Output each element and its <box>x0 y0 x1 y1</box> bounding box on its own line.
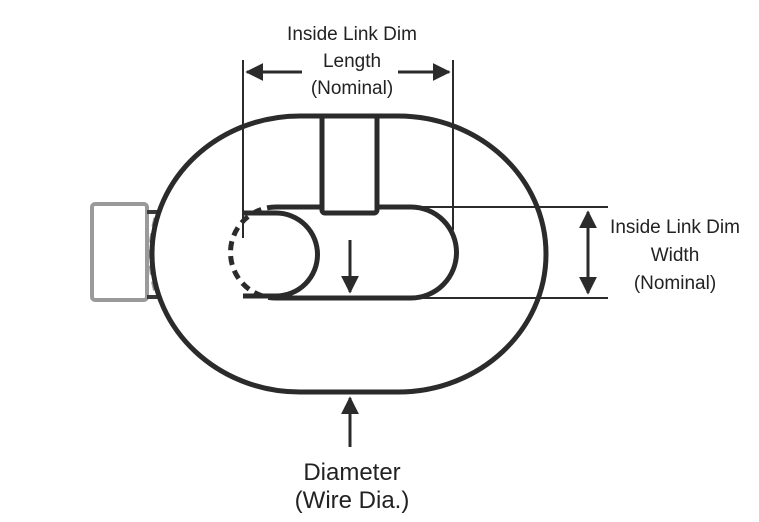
length-label: Inside Link Dim Length (Nominal) <box>287 24 417 99</box>
link-inner-opening <box>276 204 459 301</box>
width-dimension <box>411 206 608 299</box>
length-label-line2: Length <box>323 51 381 72</box>
adjacent-link-inner-end <box>243 210 320 299</box>
width-label-line2: Width <box>651 245 700 266</box>
diameter-label-line2: (Wire Dia.) <box>295 487 410 514</box>
diameter-label: Diameter (Wire Dia.) <box>295 459 410 514</box>
link-weld-block <box>319 113 380 216</box>
width-label-line3: (Nominal) <box>634 273 716 294</box>
diameter-label-line1: Diameter <box>303 459 400 486</box>
width-label: Inside Link Dim Width (Nominal) <box>610 217 740 294</box>
length-dimension <box>242 60 454 238</box>
width-label-line1: Inside Link Dim <box>610 217 740 238</box>
length-label-line3: (Nominal) <box>311 78 393 99</box>
length-label-line1: Inside Link Dim <box>287 24 417 45</box>
adjacent-link-weld <box>90 202 149 302</box>
